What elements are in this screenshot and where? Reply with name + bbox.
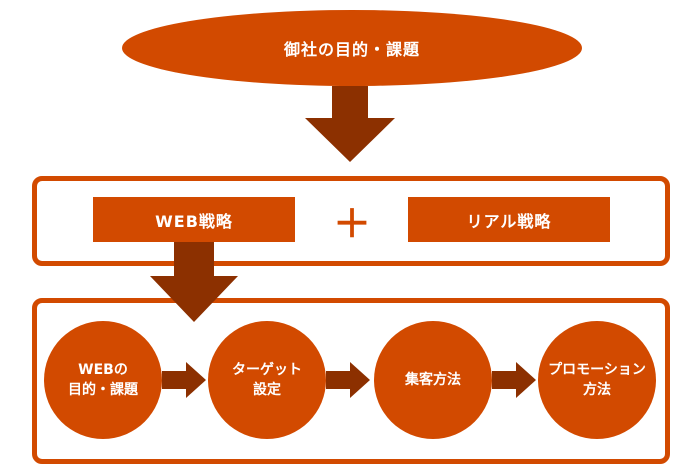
step-label-line1: 集客方法: [405, 372, 461, 388]
step-target-setting: ターゲット 設定: [208, 321, 326, 439]
company-goals-label: 御社の目的・課題: [283, 40, 420, 59]
step-promotion-method: プロモーション 方法: [538, 321, 656, 439]
right-arrow-icon: [162, 362, 206, 398]
web-strategy-box: WEB戦略: [93, 197, 295, 242]
down-arrow-icon: [305, 86, 395, 162]
step-label-line1: ターゲット: [232, 362, 302, 378]
right-arrow-icon: [326, 362, 370, 398]
real-strategy-label: リアル戦略: [466, 211, 552, 231]
real-strategy-box: リアル戦略: [408, 197, 610, 242]
web-strategy-label: WEB戦略: [155, 211, 233, 231]
step-web-goals: WEBの 目的・課題: [44, 321, 162, 439]
company-goals-ellipse: 御社の目的・課題: [122, 10, 582, 86]
right-arrow-icon: [492, 362, 536, 398]
step-label-line1: WEBの: [78, 362, 128, 378]
step-label-line2: 目的・課題: [68, 382, 138, 398]
step-customer-acquisition: 集客方法: [374, 321, 492, 439]
down-arrow-icon: [150, 242, 238, 322]
plus-icon: ＋: [332, 201, 371, 246]
step-label-line2: 設定: [253, 382, 281, 398]
step-label-line1: プロモーション: [548, 362, 646, 378]
step-label-line2: 方法: [583, 382, 611, 398]
